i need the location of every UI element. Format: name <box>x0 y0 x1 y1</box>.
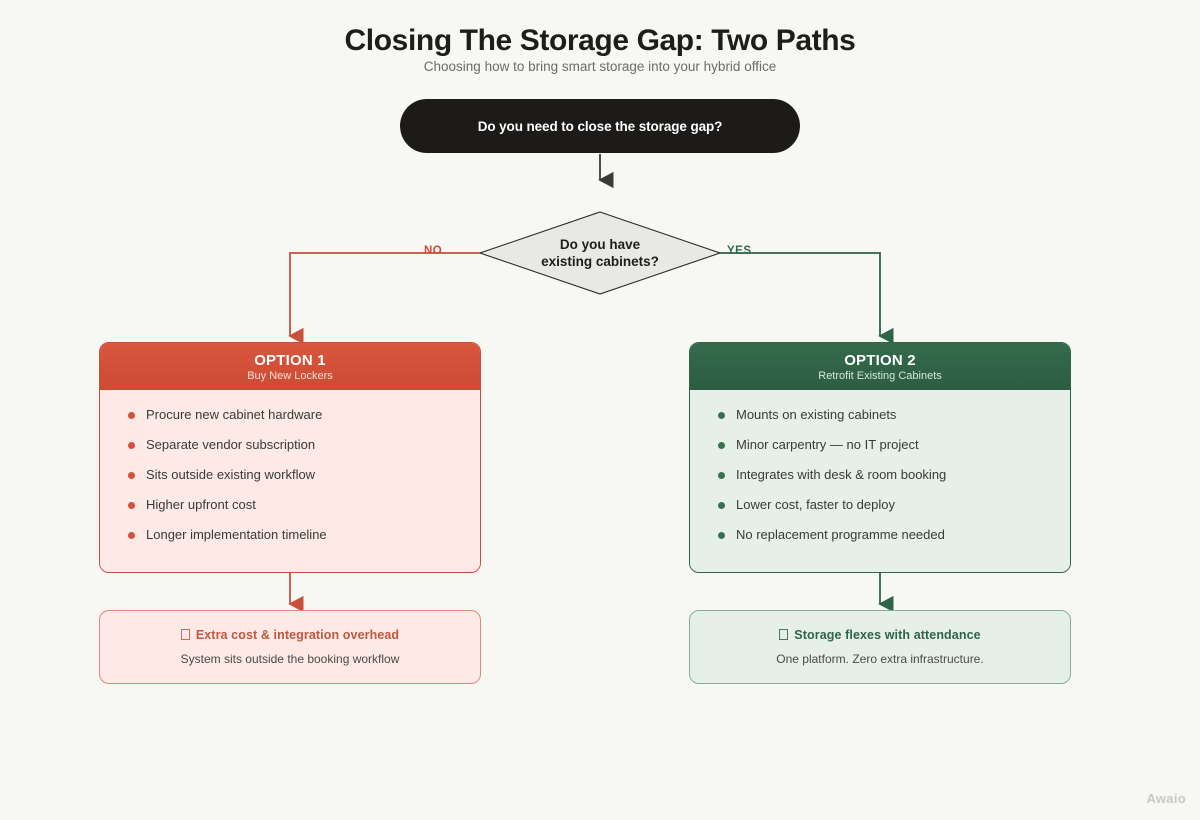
connector-yes-branch <box>720 252 894 345</box>
bullet-dot-icon <box>128 442 135 449</box>
page-title: Closing The Storage Gap: Two Paths <box>344 24 856 57</box>
bullet-dot-icon <box>128 502 135 509</box>
missing-glyph-box-icon <box>779 629 789 640</box>
outcome-2-detail: One platform. Zero extra infrastructure. <box>776 652 984 666</box>
decision-node[interactable]: Do you have existing cabinets? <box>480 212 720 294</box>
option-card-2[interactable]: OPTION 2 Retrofit Existing Cabinets Moun… <box>689 342 1071 573</box>
outcome-1-headline-row: Extra cost & integration overhead <box>180 628 400 642</box>
option-2-bullet-5: No replacement programme needed <box>736 527 945 542</box>
outcome-2-headline-row: Storage flexes with attendance <box>779 628 981 642</box>
option-2-title: OPTION 2 <box>844 351 916 369</box>
bullet-dot-icon <box>718 472 725 479</box>
option-2-subtitle: Retrofit Existing Cabinets <box>818 369 942 382</box>
connector-no-branch <box>288 252 480 345</box>
decision-line-1: Do you have <box>559 236 641 252</box>
missing-glyph-box-icon <box>180 629 190 640</box>
option-1-bullet-1: Procure new cabinet hardware <box>146 407 323 422</box>
outcome-box-1: Extra cost & integration overhead System… <box>99 610 481 684</box>
outcome-1-detail: System sits outside the booking workflow <box>180 652 400 666</box>
option-1-bullet-3: Sits outside existing workflow <box>146 467 316 482</box>
bullet-dot-icon <box>128 412 135 419</box>
option-2-bullet-3: Integrates with desk & room booking <box>736 467 947 482</box>
outcome-2-headline: Storage flexes with attendance <box>794 628 981 642</box>
bullet-dot-icon <box>718 442 725 449</box>
option-card-1[interactable]: OPTION 1 Buy New Lockers Procure new cab… <box>99 342 481 573</box>
bullet-dot-icon <box>718 412 725 419</box>
bullet-dot-icon <box>718 502 725 509</box>
option-1-subtitle: Buy New Lockers <box>247 369 333 382</box>
option-1-header: OPTION 1 Buy New Lockers <box>100 343 480 390</box>
list-item: Integrates with desk & room booking <box>690 466 1070 496</box>
decision-diamond-shape <box>478 211 722 295</box>
list-item: Mounts on existing cabinets <box>690 406 1070 436</box>
option-2-header: OPTION 2 Retrofit Existing Cabinets <box>690 343 1070 390</box>
option-1-title: OPTION 1 <box>254 351 326 369</box>
outcome-box-2: Storage flexes with attendance One platf… <box>689 610 1071 684</box>
outcome-1-headline: Extra cost & integration overhead <box>195 628 400 642</box>
decision-node-text: Do you have existing cabinets? <box>480 212 720 294</box>
list-item: Minor carpentry — no IT project <box>690 436 1070 466</box>
list-item: Higher upfront cost <box>100 496 480 526</box>
option-2-bullet-4: Lower cost, faster to deploy <box>736 497 895 512</box>
option-2-body: Mounts on existing cabinets Minor carpen… <box>690 390 1070 572</box>
bullet-dot-icon <box>718 532 725 539</box>
list-item: No replacement programme needed <box>690 526 1070 556</box>
decision-line-2: existing cabinets? <box>541 254 659 269</box>
list-item: Lower cost, faster to deploy <box>690 496 1070 526</box>
option-1-bullet-2: Separate vendor subscription <box>146 437 316 452</box>
option-1-body: Procure new cabinet hardware Separate ve… <box>100 390 480 572</box>
watermark: Awaio <box>1146 791 1186 806</box>
start-node-label: Do you need to close the storage gap? <box>477 118 723 134</box>
option-1-bullet-4: Higher upfront cost <box>146 497 256 512</box>
list-item: Sits outside existing workflow <box>100 466 480 496</box>
bullet-dot-icon <box>128 472 135 479</box>
bullet-dot-icon <box>128 532 135 539</box>
branch-label-yes: YES <box>727 245 752 257</box>
branch-label-no: NO <box>424 245 443 257</box>
list-item: Procure new cabinet hardware <box>100 406 480 436</box>
page-subtitle: Choosing how to bring smart storage into… <box>423 59 777 74</box>
option-1-bullet-5: Longer implementation timeline <box>146 527 327 542</box>
option-2-bullet-2: Minor carpentry — no IT project <box>736 437 919 452</box>
start-node[interactable]: Do you need to close the storage gap? <box>400 99 800 153</box>
option-2-bullet-1: Mounts on existing cabinets <box>736 407 897 422</box>
list-item: Separate vendor subscription <box>100 436 480 466</box>
list-item: Longer implementation timeline <box>100 526 480 556</box>
